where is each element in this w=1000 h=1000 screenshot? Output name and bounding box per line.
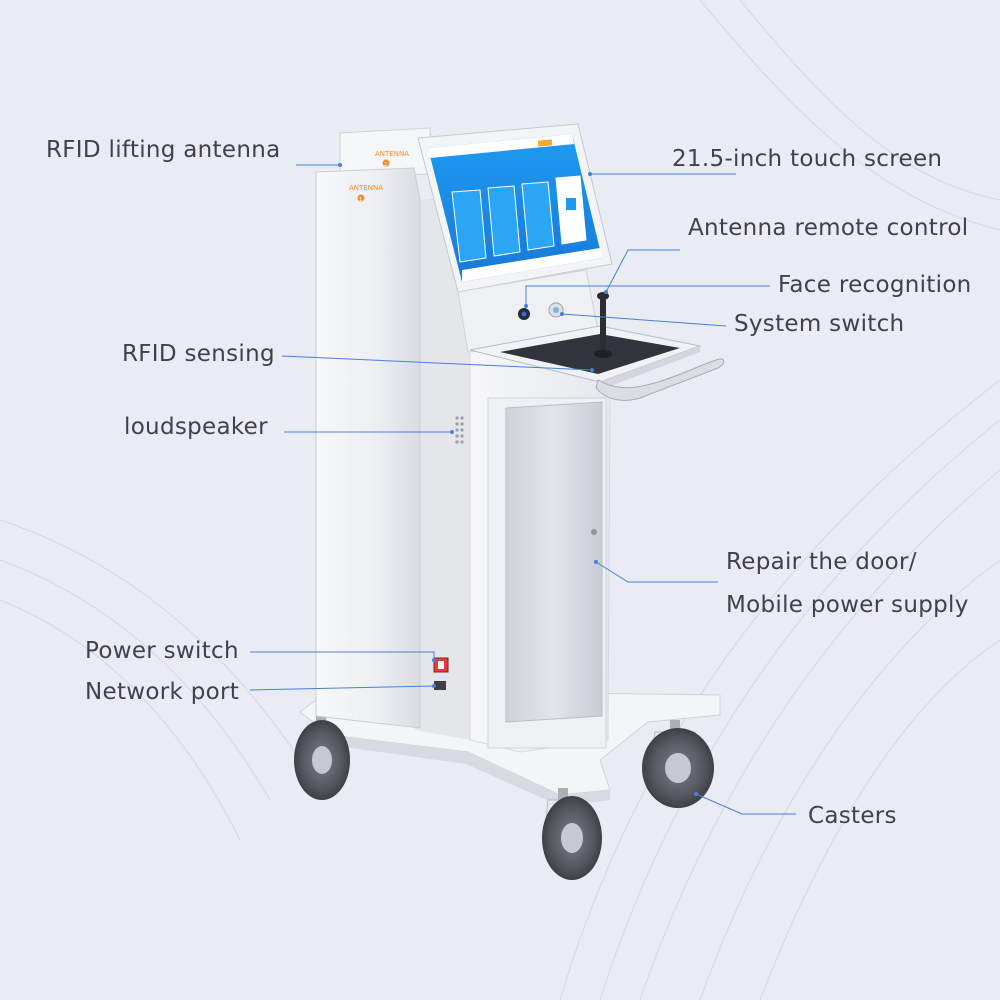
label-system-switch: System switch <box>734 311 905 337</box>
label-casters: Casters <box>808 803 897 829</box>
antenna-panel-back: ANTENNA 2 <box>339 127 433 177</box>
caster-front-right <box>542 788 602 880</box>
label-rfid-sensing: RFID sensing <box>122 341 275 367</box>
label-repair-door-line1: Repair the door/ <box>726 549 917 575</box>
leader-rfid-sensing <box>281 355 593 371</box>
leader-antenna-remote <box>605 249 680 293</box>
antenna-label-front: ANTENNA <box>349 184 383 192</box>
leader-repair-door <box>595 561 718 583</box>
antenna-number-back: 2 <box>384 162 387 168</box>
leader-lines <box>249 164 796 815</box>
antenna-panel-front: ANTENNA 1 <box>315 167 421 729</box>
antenna-joystick <box>594 292 612 358</box>
leader-network-port <box>249 685 435 691</box>
caster-back-right <box>642 720 714 808</box>
caster-front-left <box>294 712 350 800</box>
label-network-port: Network port <box>85 679 240 705</box>
antenna-label-back: ANTENNA <box>375 150 409 158</box>
touch-screen-monitor <box>417 123 613 293</box>
network-port-hardware <box>434 681 446 690</box>
antenna-number-front: 1 <box>359 197 362 203</box>
loudspeaker-grille <box>455 416 464 444</box>
leader-dots <box>338 163 698 796</box>
label-touch-screen: 21.5-inch touch screen <box>672 146 943 172</box>
leader-face-recognition <box>525 285 770 306</box>
label-face-recognition: Face recognition <box>778 272 972 298</box>
label-loudspeaker: loudspeaker <box>124 414 268 440</box>
power-switch-hardware <box>433 657 449 673</box>
leader-system-switch <box>561 313 727 327</box>
work-tray <box>469 325 725 401</box>
label-repair-door-line2: Mobile power supply <box>726 592 969 618</box>
label-rfid-lifting-antenna: RFID lifting antenna <box>46 137 281 163</box>
service-door <box>505 401 603 723</box>
label-antenna-remote-control: Antenna remote control <box>688 215 969 241</box>
label-power-switch: Power switch <box>85 638 239 664</box>
leader-casters <box>695 793 796 815</box>
leader-power-switch <box>250 651 435 660</box>
